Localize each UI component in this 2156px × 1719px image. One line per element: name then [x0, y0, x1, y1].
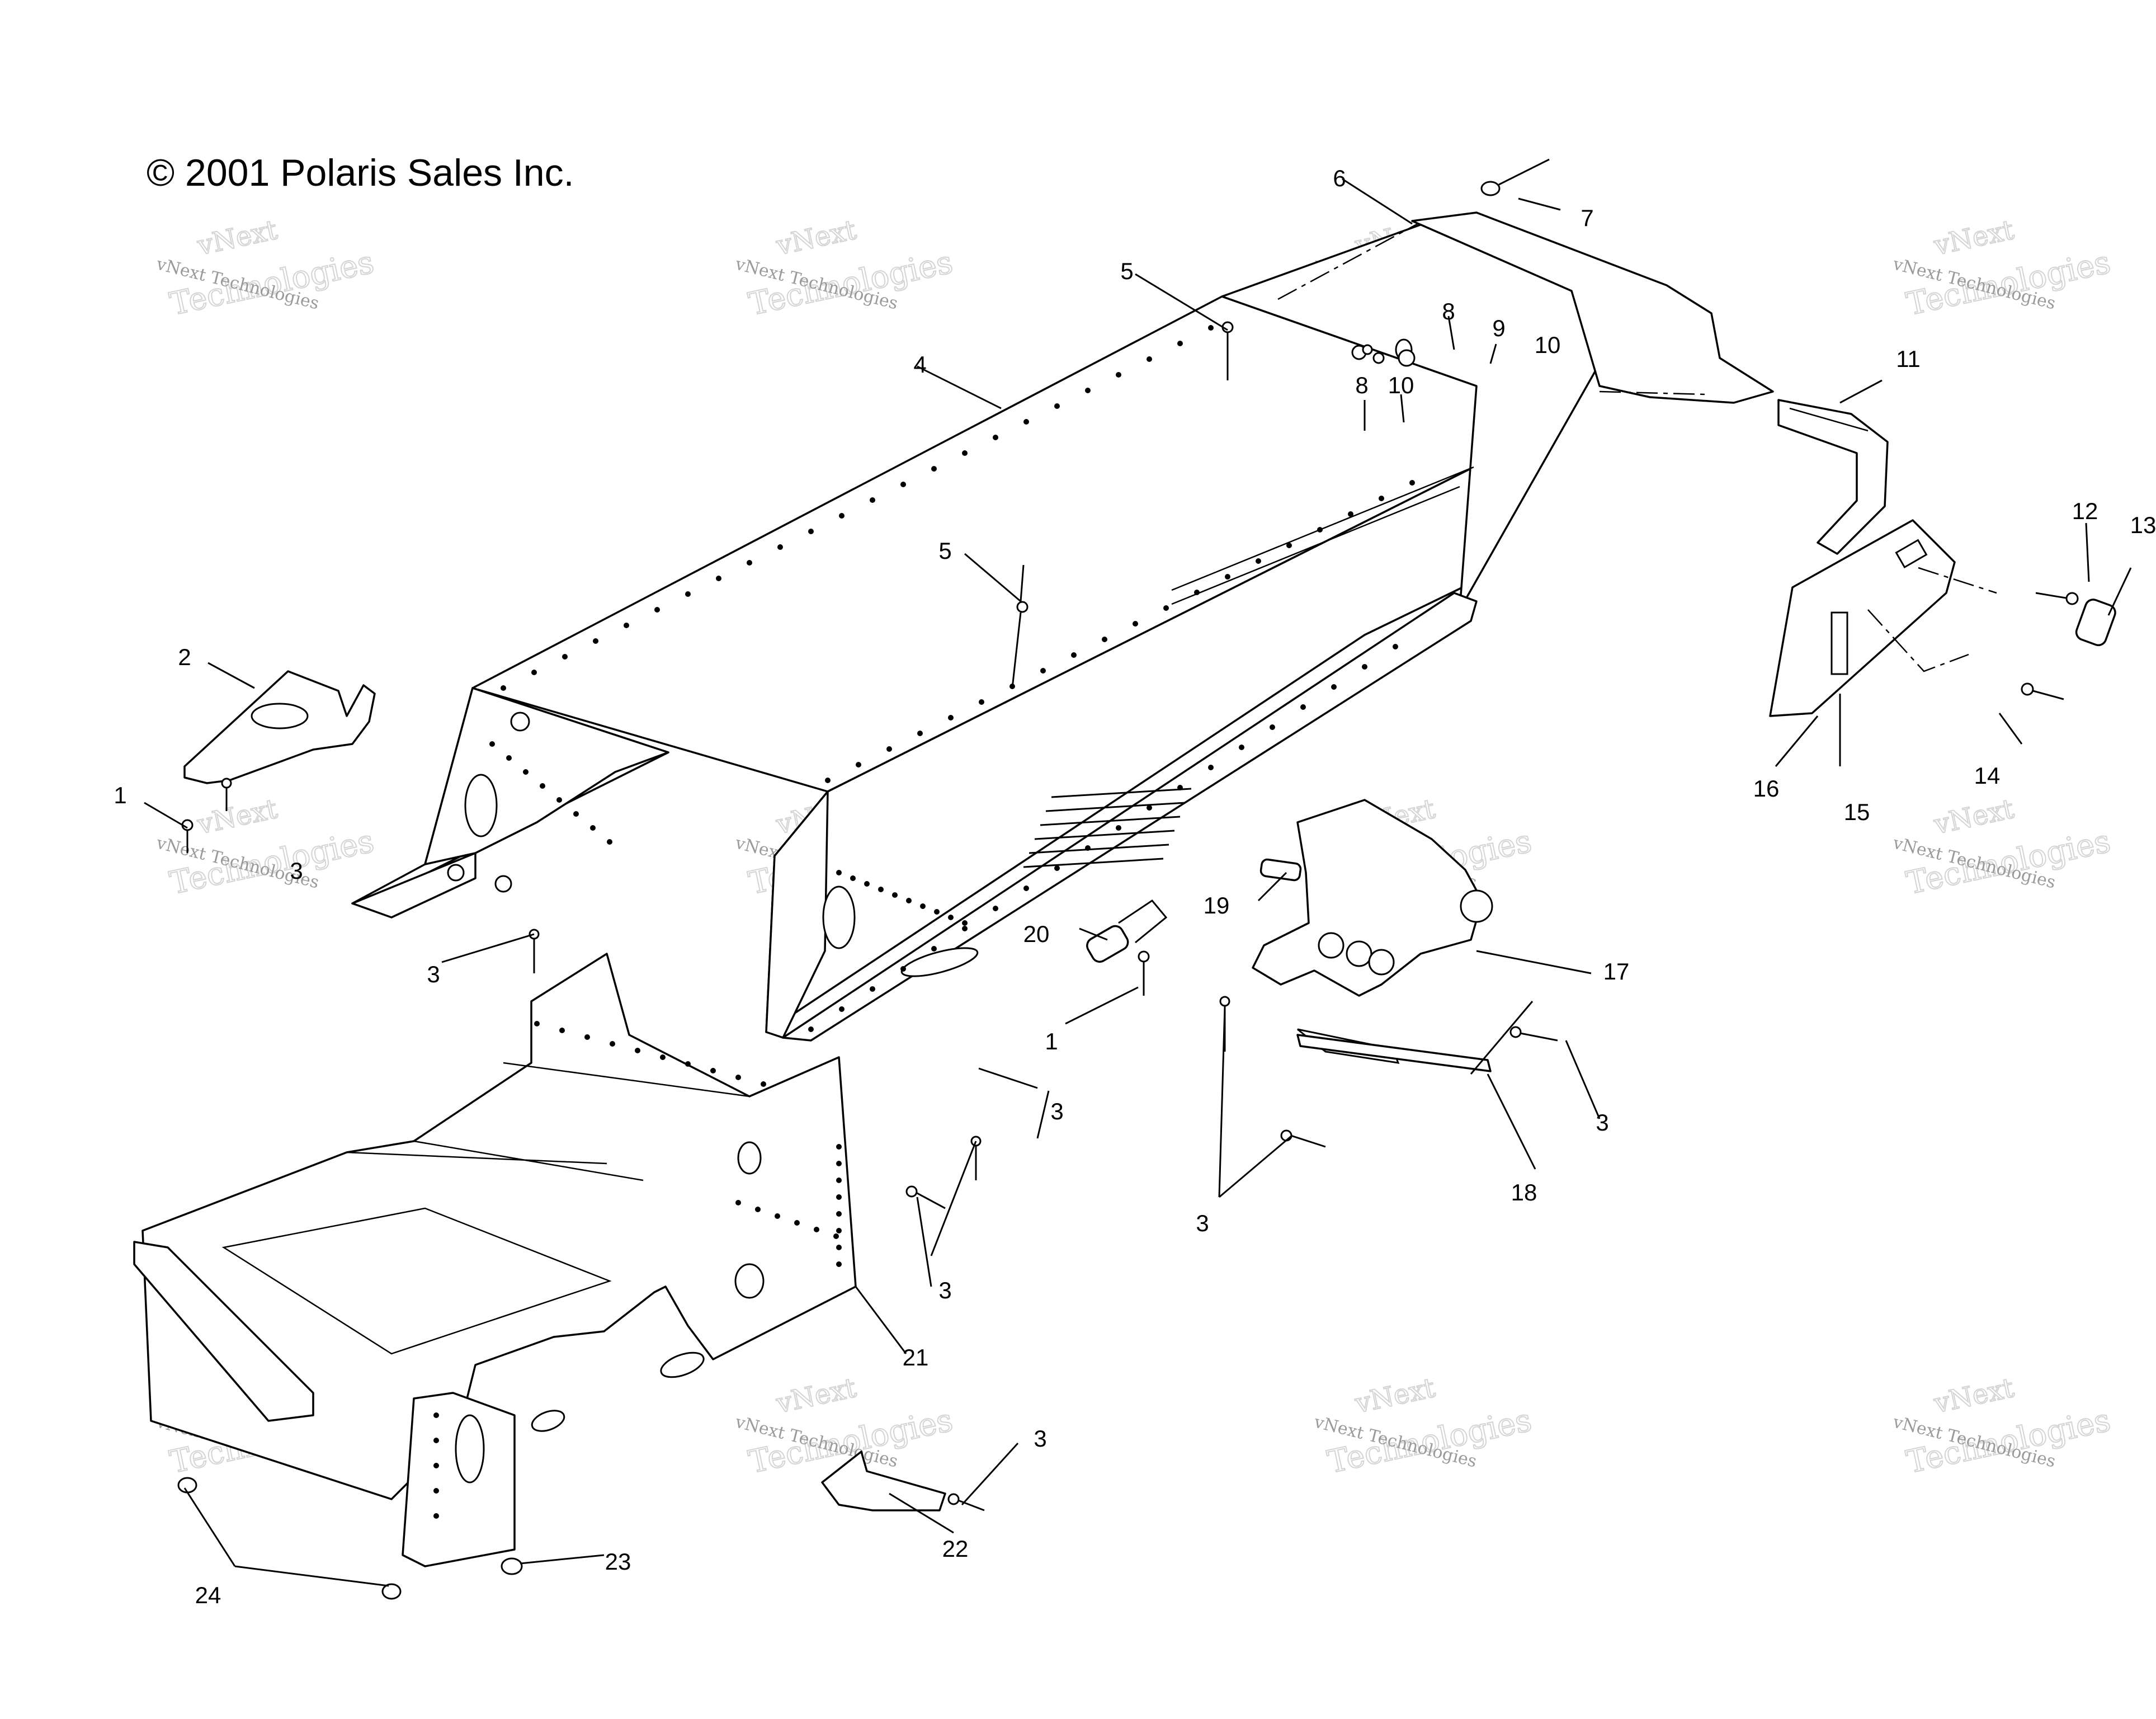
tunnel-upper-rail-edge [1171, 466, 1474, 591]
callout-3: 3 [1596, 1109, 1608, 1136]
bushing-icon [1086, 899, 1168, 963]
nut-icon [501, 1557, 523, 1575]
tunnel-rivet-pattern [489, 325, 1415, 1032]
front-frame-part-21 [133, 953, 857, 1567]
tunnel-part-4 [351, 223, 1601, 1042]
fasteners [177, 158, 2116, 1600]
callout-12: 12 [2072, 498, 2098, 524]
callout-14: 14 [1974, 762, 2001, 789]
pin-icon [1221, 321, 1234, 380]
callout-10: 10 [1388, 372, 1414, 398]
callout-9: 9 [1492, 315, 1505, 341]
callout-3: 3 [290, 858, 303, 884]
callout-19: 19 [1204, 892, 1230, 919]
callout-10: 10 [1535, 332, 1561, 358]
watermark-text: vNext [1931, 214, 2016, 262]
rivet-icon [221, 778, 232, 811]
rivet-icon [947, 1493, 985, 1511]
callout-13: 13 [2130, 512, 2156, 538]
watermark-text: vNext [1931, 1372, 2016, 1420]
watermark-text: vNext [1931, 793, 2016, 841]
nut-icon [177, 1477, 197, 1494]
callout-15: 15 [1844, 799, 1870, 825]
callout-22: 22 [942, 1536, 969, 1562]
shaft-part-18 [1296, 1001, 1534, 1075]
leader-lines [144, 178, 2132, 1587]
rivet-icon [905, 1185, 946, 1209]
rear-bumper-part-11 [1777, 399, 1889, 555]
rear-flap-part-6 [1277, 211, 1774, 404]
callout-8: 8 [1442, 298, 1455, 324]
callout-2: 2 [178, 644, 191, 670]
watermark-text: vNext [194, 793, 280, 841]
callout-8: 8 [1355, 372, 1368, 398]
tunnel-cooler-slots [1023, 788, 1192, 868]
callout-4: 4 [913, 351, 926, 378]
callout-6: 6 [1333, 165, 1346, 191]
callout-1: 1 [114, 782, 126, 808]
tunnel-left-foot [351, 852, 477, 919]
callout-20: 20 [1023, 921, 1050, 947]
callout-labels: 1 1 2 3 3 3 3 3 3 3 4 5 5 6 7 8 8 9 10 1… [114, 165, 2156, 1608]
callout-5: 5 [1120, 258, 1133, 284]
callout-11: 11 [1896, 346, 1921, 372]
callout-3: 3 [1034, 1425, 1046, 1452]
bolt-icon [1362, 344, 1416, 367]
callout-3: 3 [938, 1277, 951, 1303]
callout-16: 16 [1753, 775, 1780, 802]
screw-icon [2035, 592, 2079, 605]
callout-7: 7 [1581, 205, 1593, 231]
bolt-icon [1138, 950, 1150, 996]
callout-3: 3 [427, 961, 440, 987]
screw-icon [2021, 682, 2064, 700]
callout-21: 21 [903, 1344, 929, 1371]
pin-icon [1011, 564, 1029, 689]
screw-icon [1480, 158, 1550, 196]
watermark-text: vNext [773, 1372, 858, 1420]
small-bracket-part-22 [821, 1450, 946, 1511]
callout-18: 18 [1511, 1179, 1537, 1205]
callout-23: 23 [605, 1548, 631, 1575]
callout-3: 3 [1050, 1098, 1063, 1124]
nut-icon [381, 1583, 402, 1600]
front-bracket-part-2 [183, 670, 376, 784]
bushing-icon [1259, 858, 1302, 882]
copyright-text: © 2001 Polaris Sales Inc. [147, 152, 574, 194]
watermark-text: vNext [773, 214, 858, 262]
callout-24: 24 [195, 1582, 221, 1608]
watermark-text: vNext [1352, 1372, 1437, 1420]
snow-flap-part-16 [1769, 519, 1997, 717]
callout-3: 3 [1196, 1210, 1209, 1236]
end-cap-icon [2075, 599, 2116, 647]
callout-17: 17 [1603, 958, 1630, 985]
watermark-text: vNext [194, 214, 280, 262]
tunnel-oval-hole [464, 774, 498, 837]
callout-1: 1 [1045, 1028, 1058, 1054]
callout-5: 5 [938, 538, 951, 564]
rivet-icon [529, 929, 540, 973]
frame-rivet-pattern [433, 1021, 842, 1519]
rivet-icon [1509, 1026, 1558, 1042]
tunnel-front-cap [765, 790, 829, 1039]
